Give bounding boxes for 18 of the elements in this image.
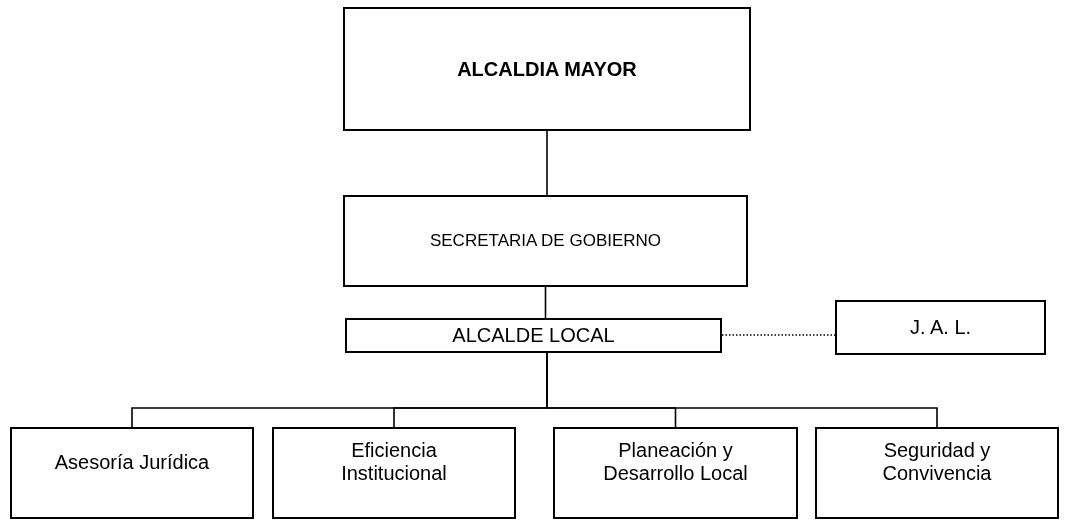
box-label: ALCALDE LOCAL bbox=[451, 324, 616, 347]
org-box bbox=[815, 427, 1059, 519]
org-box bbox=[343, 195, 748, 287]
box-label: Planeación y Desarrollo Local bbox=[602, 439, 749, 485]
org-box bbox=[272, 427, 516, 519]
org-box bbox=[835, 300, 1046, 355]
box-label: Asesoría Jurídica bbox=[53, 450, 211, 474]
box-label: J. A. L. bbox=[908, 316, 973, 339]
connector-line bbox=[546, 130, 548, 196]
box-label: Eficiencia Institucional bbox=[340, 439, 448, 485]
org-box bbox=[10, 427, 254, 519]
org-box bbox=[345, 318, 722, 353]
box-label: Seguridad y Convivencia bbox=[881, 439, 993, 485]
box-label: ALCALDIA MAYOR bbox=[456, 57, 638, 81]
org-box bbox=[553, 427, 798, 519]
org-box bbox=[343, 7, 751, 131]
box-label: SECRETARIA DE GOBIERNO bbox=[428, 231, 663, 251]
connector-line bbox=[544, 286, 547, 319]
